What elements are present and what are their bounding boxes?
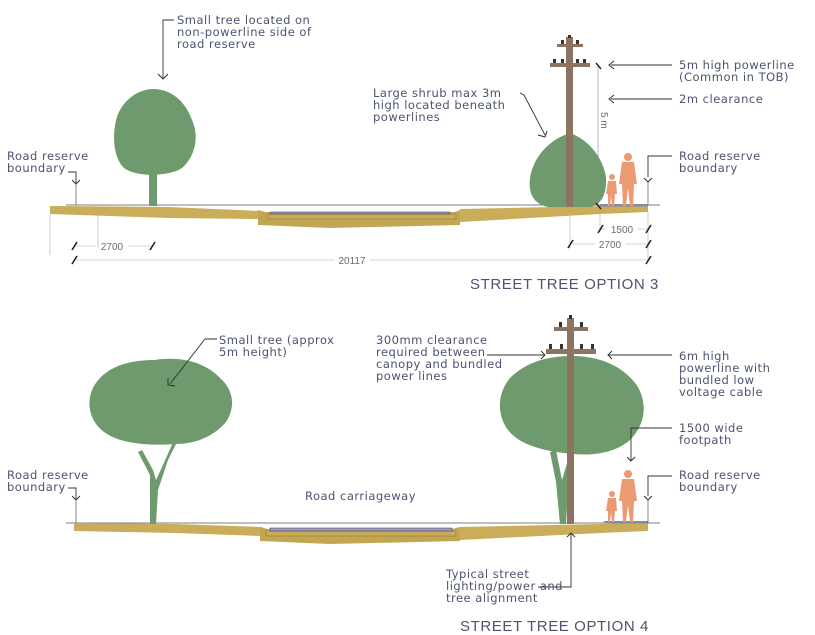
option4-small-tree-leader — [169, 338, 217, 385]
option3-dim-left-verge-label: 2700 — [101, 242, 124, 253]
option3-shrub-leader — [519, 92, 546, 136]
option4-boundary-left-label: Road reserve boundary — [7, 468, 89, 494]
option3-clearance-arrow-icon — [608, 94, 615, 104]
option3-large-shrub-label: Large shrub max 3m high located beneath … — [373, 86, 506, 124]
option3-small-tree-leader — [162, 19, 174, 78]
option3-dim-right-verge: 2700 — [567, 239, 652, 251]
option4-power-pole — [546, 315, 596, 524]
option3-height-tick-top — [595, 62, 602, 70]
option4-alignment-arrow-icon — [566, 532, 576, 538]
option4-section — [66, 315, 672, 588]
option3-boundary-right-label: Road reserve boundary — [679, 149, 761, 175]
option3-powerline-label: 5m high powerline (Common in TOB) — [679, 58, 795, 84]
option3-section: 2700 1500 2700 20117 5 m — [49, 19, 672, 267]
option3-people-figures — [606, 153, 637, 206]
option3-power-pole — [550, 35, 590, 207]
option3-small-tree — [114, 89, 196, 206]
option3-boundary-right-arrow-icon — [643, 177, 653, 183]
option4-title: STREET TREE OPTION 4 — [460, 618, 649, 635]
option3-height-tick-bottom — [595, 202, 602, 210]
option3-dim-left-verge: 2700 — [71, 241, 156, 253]
option4-powerline-arrow-icon — [607, 350, 613, 360]
option3-dim-footpath: 1500 — [597, 224, 652, 236]
option3-small-tree-label: Small tree located on non-powerline side… — [177, 13, 312, 51]
option3-boundary-left-label: Road reserve boundary — [7, 149, 89, 175]
option3-clearance-label: 2m clearance — [679, 92, 764, 106]
option4-powerline-label: 6m high powerline with bundled low volta… — [679, 349, 771, 399]
option4-small-tree-arrow-icon — [167, 378, 176, 387]
option3-dim-footpath-label: 1500 — [611, 225, 634, 236]
option3-powerline-arrow-icon — [608, 60, 615, 70]
option3-title: STREET TREE OPTION 3 — [470, 276, 659, 293]
option4-canopy-clearance-label: 300mm clearance required between canopy … — [376, 333, 503, 383]
option4-alignment-leader — [538, 534, 572, 588]
option3-road-kerb-layer — [267, 213, 457, 220]
option4-boundary-right-label: Road reserve boundary — [679, 468, 761, 494]
option4-people-figures — [606, 470, 637, 522]
option4-left-verge — [74, 523, 262, 536]
option4-boundary-right-leader — [647, 475, 672, 496]
option4-footpath — [604, 521, 648, 524]
option3-left-verge — [50, 206, 260, 219]
option3-shrub-arrow-icon — [537, 130, 548, 138]
option4-canopy-clearance-arrow-icon — [540, 350, 546, 360]
option4-footpath-leader — [630, 427, 672, 461]
option3-right-verge — [460, 205, 648, 222]
option3-dim-total: 20117 — [71, 255, 652, 267]
option4-right-verge — [460, 522, 648, 540]
option4-boundary-left-leader — [68, 487, 77, 499]
option3-dim-right-verge-label: 2700 — [599, 240, 622, 251]
option4-alignment-label: Typical street lighting/power and tree a… — [446, 567, 563, 605]
option4-carriageway-label: Road carriageway — [305, 489, 417, 503]
option3-dim-total-label: 20117 — [338, 256, 366, 267]
option3-road-surface — [269, 211, 451, 215]
option3-small-tree-arrow-icon — [157, 73, 169, 80]
option3-boundary-right-leader — [647, 155, 672, 177]
option3-pole-height-label: 5 m — [598, 112, 609, 129]
option4-boundary-right-arrow-icon — [643, 495, 653, 501]
option4-small-tree — [89, 358, 233, 524]
option4-road-kerb-layer — [265, 530, 457, 537]
option4-footpath-label: 1500 wide footpath — [679, 421, 744, 447]
option4-footpath-arrow-icon — [626, 456, 636, 462]
option3-boundary-left-leader — [68, 171, 77, 183]
option4-road-surface — [269, 527, 453, 532]
option4-small-tree-label: Small tree (approx 5m height) — [219, 333, 335, 359]
